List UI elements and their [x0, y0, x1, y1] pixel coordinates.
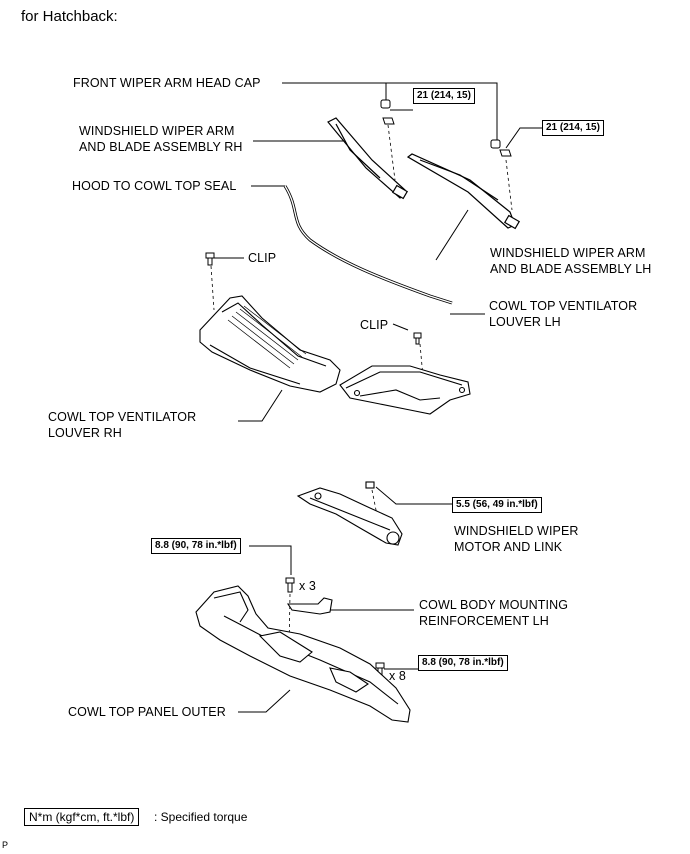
torque-panel-bolt-lower: 8.8 (90, 78 in.*lbf)	[418, 655, 508, 671]
label-wiper-arm-lh-line2: AND BLADE ASSEMBLY LH	[490, 262, 652, 276]
label-louver-rh-line1: COWL TOP VENTILATOR	[48, 410, 197, 424]
hood-seal	[283, 185, 453, 305]
label-louver-lh-line2: LOUVER LH	[489, 315, 561, 329]
label-clip-2: CLIP	[360, 318, 389, 332]
clip-icon-1	[205, 252, 215, 266]
leader-panel-upper	[249, 545, 292, 575]
clip-icon-2	[413, 332, 422, 345]
leader-louver-rh	[238, 389, 283, 422]
page-header: for Hatchback:	[21, 8, 118, 25]
label-louver-rh-line2: LOUVER RH	[48, 426, 122, 440]
head-cap-rh	[380, 99, 395, 125]
louver-lh	[339, 365, 471, 415]
leader-clip-2	[392, 323, 409, 331]
label-wiper-arm-rh-line1: WINDSHIELD WIPER ARM	[79, 124, 235, 138]
torque-nut-lh: 21 (214, 15)	[542, 120, 604, 136]
torque-motor-bolt: 5.5 (56, 49 in.*lbf)	[452, 497, 542, 513]
label-reinforcement-line2: REINFORCEMENT LH	[419, 614, 549, 628]
corner-code: P	[2, 840, 9, 850]
leader-panel-outer	[238, 689, 291, 713]
label-motor-line2: MOTOR AND LINK	[454, 540, 563, 554]
label-wiper-arm-rh-line2: AND BLADE ASSEMBLY RH	[79, 140, 243, 154]
reinforcement-lh	[286, 597, 333, 615]
label-louver-lh-line1: COWL TOP VENTILATOR	[489, 299, 638, 313]
label-front-wiper-arm-head-cap: FRONT WIPER ARM HEAD CAP	[73, 76, 261, 90]
leader-wiper-lh	[435, 209, 469, 261]
torque-panel-bolt-upper: 8.8 (90, 78 in.*lbf)	[151, 538, 241, 554]
label-motor-line1: WINDSHIELD WIPER	[454, 524, 579, 538]
legend-text: : Specified torque	[154, 810, 248, 824]
legend-unit-box: N*m (kgf*cm, ft.*lbf)	[24, 808, 140, 826]
label-qty-8: x 8	[389, 669, 406, 683]
label-qty-3: x 3	[299, 579, 316, 593]
torque-nut-rh: 21 (214, 15)	[413, 88, 475, 104]
head-cap-lh	[490, 139, 512, 157]
louver-rh	[199, 295, 341, 393]
leader-motor	[375, 486, 452, 505]
leader-head-cap	[282, 82, 498, 142]
bolt-icon-upper	[285, 577, 295, 593]
label-hood-seal: HOOD TO COWL TOP SEAL	[72, 179, 237, 193]
wiper-arm-rh	[327, 117, 409, 200]
label-reinforcement-line1: COWL BODY MOUNTING	[419, 598, 569, 612]
cowl-panel-outer	[195, 585, 411, 723]
label-cowl-panel-outer: COWL TOP PANEL OUTER	[68, 705, 226, 719]
wiper-arm-lh	[406, 153, 521, 230]
wiper-motor-link	[296, 481, 403, 546]
label-clip-1: CLIP	[248, 251, 277, 265]
label-wiper-arm-lh-line1: WINDSHIELD WIPER ARM	[490, 246, 646, 260]
